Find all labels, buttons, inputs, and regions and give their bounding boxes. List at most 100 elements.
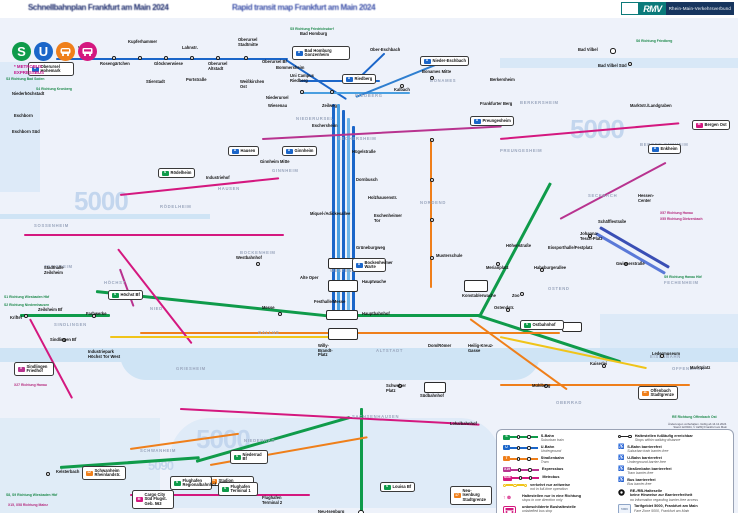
s-bahn-icon[interactable]: S: [12, 42, 31, 61]
station-dot[interactable]: [256, 262, 260, 266]
station-box-bad-homburg-gonzenheim[interactable]: U Bad Homburg Gonzenheim: [292, 46, 350, 61]
station-label: Berkersheim: [490, 77, 515, 82]
station-dot[interactable]: [624, 262, 628, 266]
bus-icon[interactable]: [78, 42, 97, 61]
station-dot[interactable]: [400, 84, 404, 88]
station-dot[interactable]: [112, 56, 116, 60]
station-box-preungesheim[interactable]: U Preungesheim: [470, 116, 515, 126]
station-box-hoechst-bf[interactable]: S Höchst Bf: [108, 290, 144, 300]
station-dot[interactable]: [506, 308, 510, 312]
direction-note: S6 Richtung Friedberg: [636, 39, 673, 43]
station-label: Industriepark Höchst Tor West: [88, 349, 121, 359]
station-dot[interactable]: [602, 364, 606, 368]
station-dot[interactable]: [660, 354, 664, 358]
station-box-bockenheimer-warte[interactable]: U Bockenheimer Warte: [352, 258, 393, 273]
tram-icon[interactable]: [56, 42, 75, 61]
station-dot[interactable]: [496, 262, 500, 266]
station-box-ostbahnhof[interactable]: S Ostbahnhof: [520, 320, 564, 330]
station-label: Heilig-Kreuz-Gasse: [468, 343, 494, 353]
district-label: FECHENHEIM: [664, 280, 699, 285]
u-chip: U: [345, 76, 353, 82]
interchange-hauptbahnhof[interactable]: [326, 310, 358, 320]
station-box-flughafen-regional[interactable]: S Flughafen Regionalbahnhof: [170, 476, 216, 491]
interchange-ostbahnhof[interactable]: [562, 322, 582, 332]
district-label: GALLUS: [258, 330, 280, 335]
legend-text: Expressbus: [542, 467, 564, 471]
station-box-louisa-bf[interactable]: S Louisa Bf: [380, 482, 415, 492]
legend-text: RE-/RB-Halteselle keine Hinweise zur Bar…: [630, 489, 698, 502]
station-box-cargo-city-sued[interactable]: M Cargo City Süd Flugst. Geb. 563: [132, 490, 174, 509]
station-label: Weißkirchen Ost: [240, 79, 265, 89]
interchange-willy-brandt-platz[interactable]: [328, 328, 358, 340]
map-canvas[interactable]: 5000 5000 5000 5090: [0, 18, 738, 513]
station-dot[interactable]: [278, 312, 282, 316]
station-box-oberursel-hohemark[interactable]: U Oberursel Hohemark: [28, 62, 74, 77]
station-dot[interactable]: [430, 256, 434, 260]
station-dot[interactable]: [92, 314, 96, 318]
station-dot[interactable]: [216, 56, 220, 60]
station-dot[interactable]: [520, 292, 524, 296]
station-dot[interactable]: [358, 510, 364, 513]
station-box-neu-isenburg-stadtgrenze[interactable]: 17 Neu-Isenburg Stadtgrenze: [450, 486, 492, 505]
station-name: Enkheim: [660, 145, 678, 151]
interchange-konstablerwache[interactable]: [464, 280, 488, 292]
station-dot[interactable]: [190, 56, 194, 60]
bus-chip: M: [695, 122, 703, 128]
station-dot[interactable]: [628, 62, 632, 66]
station-dot[interactable]: [430, 138, 434, 142]
legend-label-de: verkehrt nur zeitweise: [530, 483, 571, 488]
station-label: Stadthalle Zeilsheim: [44, 265, 64, 275]
legend-label-en: Stops within walking distance: [634, 438, 681, 443]
legend-label-de: Haltestellen fußläufig erreichbar: [634, 434, 693, 438]
legend-item-tram-accessible: ♿ Straßenbahn barrierefrei Tram barrier-…: [618, 466, 727, 475]
station-dot[interactable]: [62, 338, 66, 342]
station-dot[interactable]: [430, 178, 434, 182]
station-dot[interactable]: [164, 56, 168, 60]
station-box-flughafen-terminal1[interactable]: S Flughafen Terminal 1: [218, 482, 258, 497]
station-dot[interactable]: [138, 56, 142, 60]
district-label: ESCHERSHEIM: [338, 136, 377, 141]
legend-label-de: Bus barrierefrei: [627, 477, 656, 482]
station-box-nieder-eschbach[interactable]: U Nieder-Eschbach: [420, 56, 470, 66]
station-name: Flughafen Terminal 1: [230, 483, 251, 494]
station-dot[interactable]: [330, 90, 334, 94]
station-dot[interactable]: [300, 90, 304, 94]
bus-chip: X: [17, 366, 25, 372]
tram-chip: 11: [641, 390, 649, 396]
station-box-sindlingen-friedhof[interactable]: X Sindlingen Friedhof: [14, 362, 54, 377]
station-name: Hausen: [240, 147, 256, 153]
station-dot[interactable]: [46, 472, 50, 476]
line-s-bahn-trunk: [330, 314, 480, 317]
station-box-bergen-ost[interactable]: M Bergen Ost: [692, 120, 731, 130]
station-dot[interactable]: [398, 384, 402, 388]
station-dot[interactable]: [244, 56, 248, 60]
station-dot[interactable]: [24, 314, 28, 318]
district-label: RÖDELHEIM: [160, 204, 192, 209]
interchange-hauptwache[interactable]: [328, 280, 358, 292]
u-bahn-icon[interactable]: U: [34, 42, 53, 61]
station-box-ginnheim[interactable]: U Ginnheim: [282, 146, 317, 156]
legend-item-parttime: verkehrt nur zeitweise not in full-time …: [503, 483, 612, 491]
district-label: NORDEND: [420, 200, 447, 205]
station-label: Habsburgerallee: [534, 265, 567, 270]
station-dot[interactable]: [610, 48, 616, 54]
station-name: Louisa Bf: [392, 483, 412, 489]
station-dot[interactable]: [430, 218, 434, 222]
station-box-riedberg[interactable]: U Riedberg: [342, 74, 376, 84]
station-box-niederrad-bf[interactable]: S Niederrad Bf: [230, 450, 268, 465]
station-dot[interactable]: [430, 76, 434, 80]
station-box-enkheim[interactable]: U Enkheim: [648, 144, 682, 154]
station-label: Westbahnhof: [236, 255, 262, 260]
station-label: Hauptbahnhof: [362, 311, 390, 316]
line-u8-u9-riedberg: [300, 92, 410, 95]
station-box-schwanheim[interactable]: 12 Schwanheim Rheinlandstr.: [82, 466, 126, 481]
station-dot[interactable]: [544, 384, 548, 388]
station-name: Bockenheimer Warte: [364, 259, 393, 270]
station-box-hausen[interactable]: U Hausen: [228, 146, 259, 156]
interchange-suedbahnhof[interactable]: [424, 382, 446, 393]
station-box-roedelheim[interactable]: S Rödelheim: [158, 168, 195, 178]
station-label: Dornbusch: [356, 177, 378, 182]
station-box-offenbach-stadtgrenze[interactable]: 11 Offenbach Stadtgrenze: [638, 386, 678, 401]
station-dot[interactable]: [588, 234, 592, 238]
station-dot[interactable]: [540, 268, 544, 272]
